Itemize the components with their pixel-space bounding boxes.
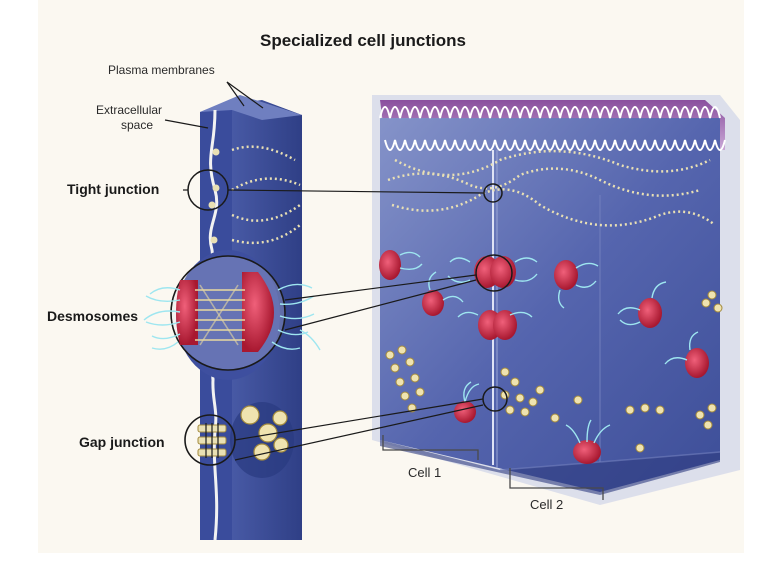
label-extracellular: Extracellular [96,103,163,117]
figure-title: Specialized cell junctions [260,31,466,50]
cell-block [372,95,740,505]
desmosome-plaque-right [242,272,274,352]
plasma-membrane-leader-2 [226,81,264,109]
strip-connexons [240,405,289,461]
label-tight-junction: Tight junction [67,181,160,197]
tight-junction-strands [387,167,701,197]
gap-junction-connector [234,398,484,441]
label-cell-2: Cell 2 [530,497,564,512]
plasma-membrane-leader-1 [226,81,245,107]
desmosome-focus [475,254,513,292]
cell2-bracket [509,468,604,500]
cell-cytoplasm [380,118,720,492]
intermediate-filaments [399,251,699,444]
gap-junction-connexons [385,290,723,453]
extracellular-leader [164,119,209,129]
desmosome-plaque-left [176,280,198,345]
label-desmosomes: Desmosomes [47,308,139,324]
strip-junction-beads [208,148,220,244]
label-plasma-membranes: Plasma membranes [108,63,215,77]
callout-lines [164,81,485,461]
desmosome-plaques [379,250,709,464]
label-extracellular-space: space [121,118,154,132]
tight-junction-connector [227,189,485,194]
microvilli-loops [379,106,721,119]
block-floor [380,440,720,495]
desmosome-connector-top [284,274,477,301]
label-cell-1: Cell 1 [408,465,442,480]
membrane-strip [143,95,321,541]
label-gap-junction: Gap junction [79,434,165,450]
desmosome-filaments [143,283,321,351]
cell1-bracket [382,435,479,460]
